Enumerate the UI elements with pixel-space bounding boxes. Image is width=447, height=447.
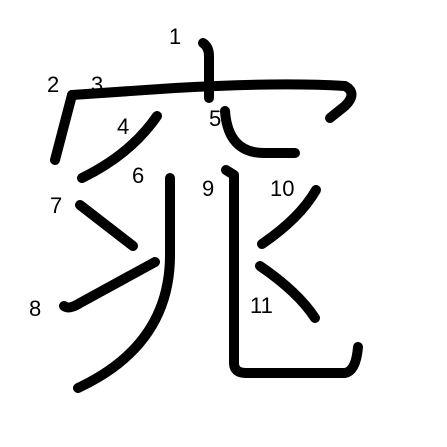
stroke-10 xyxy=(257,185,321,249)
stroke-number-1: 1 xyxy=(169,24,181,49)
stroke-6 xyxy=(73,173,175,393)
stroke-8 xyxy=(59,257,160,313)
stroke-number-4: 4 xyxy=(117,114,129,139)
stroke-4 xyxy=(77,111,162,183)
stroke-number-8: 8 xyxy=(29,296,41,321)
stroke-number-7: 7 xyxy=(50,193,62,218)
stroke-2 xyxy=(50,90,77,165)
stroke-number-3: 3 xyxy=(91,72,103,97)
stroke-number-11: 11 xyxy=(250,293,273,318)
stroke-number-2: 2 xyxy=(47,72,59,97)
stroke-number-6: 6 xyxy=(132,163,144,188)
stroke-number-9: 9 xyxy=(202,176,214,201)
stroke-7 xyxy=(75,200,138,251)
stroke-11 xyxy=(255,261,320,323)
stroke-number-5: 5 xyxy=(209,106,221,131)
stroke-5 xyxy=(220,106,300,158)
stroke-1 xyxy=(198,38,214,103)
stroke-9 xyxy=(221,165,363,378)
stroke-3 xyxy=(67,79,357,123)
stroke-number-10: 10 xyxy=(270,176,294,201)
